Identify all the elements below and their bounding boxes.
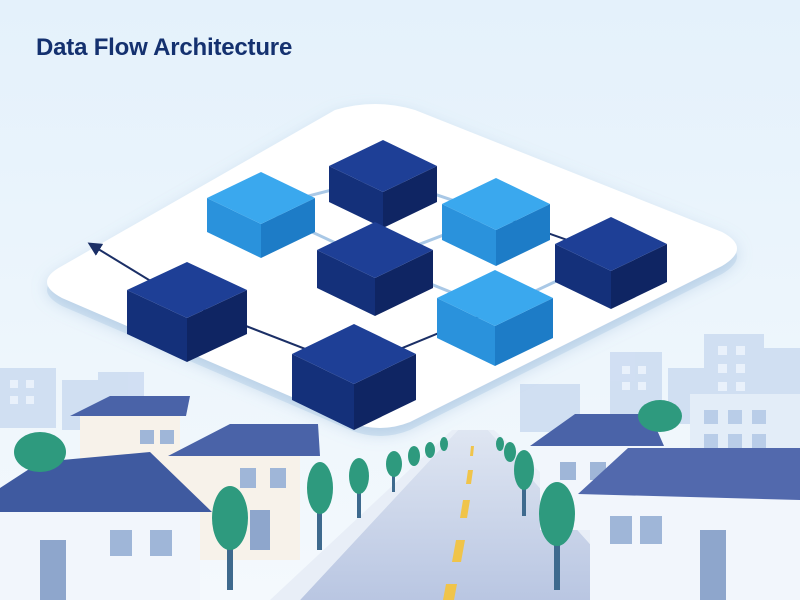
node-n1 xyxy=(329,140,437,228)
house-right-front xyxy=(578,448,800,600)
node-n7-left-face xyxy=(437,298,495,366)
trees xyxy=(14,400,682,590)
node-n2 xyxy=(207,172,315,258)
node-n5-right-face xyxy=(611,244,667,309)
node-n6-right-face xyxy=(187,290,247,362)
node-n8-top-face xyxy=(292,324,416,384)
node-n6-top-face xyxy=(127,262,247,318)
node-n7-top-face xyxy=(437,270,553,326)
node-n5-top-face xyxy=(555,217,667,271)
node-n1-top-face xyxy=(329,140,437,192)
node-n1-left-face xyxy=(329,166,383,228)
node-n5-left-face xyxy=(555,244,611,309)
road-sidewalk-left xyxy=(270,430,458,600)
page-title: Data Flow Architecture xyxy=(36,34,293,61)
node-layer xyxy=(127,140,667,430)
node-n3-right-face xyxy=(496,204,550,266)
node-n7-right-face xyxy=(495,298,553,366)
node-n4-left-face xyxy=(317,250,375,316)
node-n8-left-face xyxy=(292,354,354,430)
node-n3-left-face xyxy=(442,204,496,266)
skyline-windows xyxy=(10,346,745,404)
node-n2-right-face xyxy=(261,198,315,258)
node-n4 xyxy=(317,222,433,316)
node-n2-top-face xyxy=(207,172,315,224)
node-n6 xyxy=(127,262,247,362)
node-n2-left-face xyxy=(207,198,261,258)
node-n5 xyxy=(555,217,667,309)
node-n4-top-face xyxy=(317,222,433,278)
node-n8 xyxy=(292,324,416,430)
node-n1-right-face xyxy=(383,166,437,228)
node-n8-right-face xyxy=(354,354,416,430)
node-n7 xyxy=(437,270,553,366)
node-n4-right-face xyxy=(375,250,433,316)
node-n3-top-face xyxy=(442,178,550,230)
node-n6-left-face xyxy=(127,290,187,362)
road-markings xyxy=(443,446,474,600)
node-n3 xyxy=(442,178,550,266)
